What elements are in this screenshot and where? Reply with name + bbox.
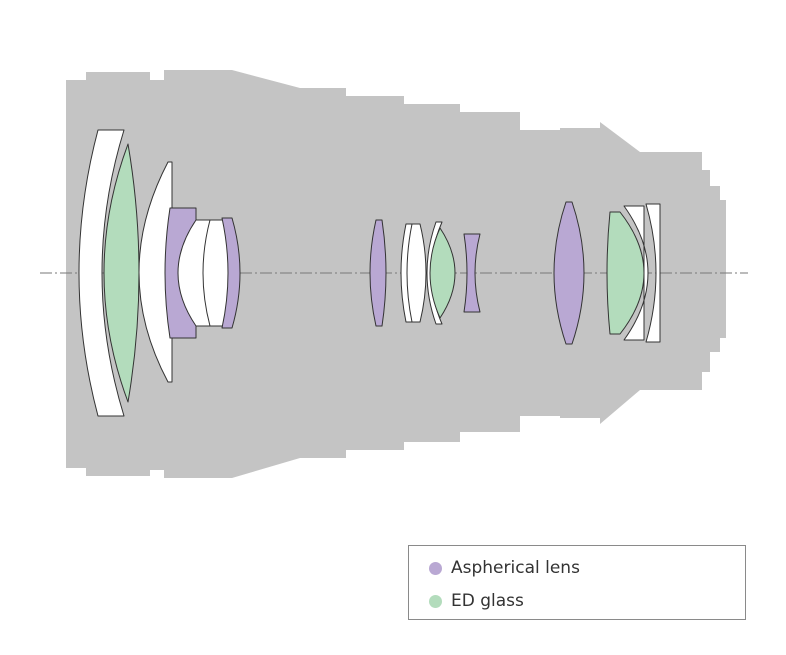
lens-element-15-ed bbox=[606, 211, 645, 335]
lens-element-3 bbox=[138, 161, 173, 383]
lens-element-10 bbox=[406, 223, 427, 323]
lens-construction-diagram bbox=[40, 70, 748, 478]
lens-element-14-aspherical bbox=[553, 201, 585, 345]
lens-element-7-aspherical bbox=[221, 217, 241, 329]
lens-element-17 bbox=[645, 203, 661, 343]
lens-element-16 bbox=[623, 205, 649, 341]
lens-element-13-aspherical bbox=[463, 233, 481, 313]
aspherical-swatch-icon bbox=[429, 561, 442, 575]
ed-glass-swatch-icon bbox=[429, 594, 442, 608]
lens-element-1 bbox=[78, 129, 125, 417]
legend: Aspherical lens ED glass bbox=[408, 545, 746, 620]
legend-item-ed-glass: ED glass bbox=[429, 589, 524, 613]
lens-element-8-aspherical bbox=[369, 219, 387, 327]
legend-label-ed-glass: ED glass bbox=[451, 591, 524, 611]
lens-barrel bbox=[66, 70, 726, 478]
legend-label-aspherical: Aspherical lens bbox=[451, 558, 580, 578]
legend-item-aspherical: Aspherical lens bbox=[429, 556, 580, 580]
lens-element-12-ed bbox=[429, 227, 456, 319]
lens-element-2-ed bbox=[103, 143, 140, 403]
